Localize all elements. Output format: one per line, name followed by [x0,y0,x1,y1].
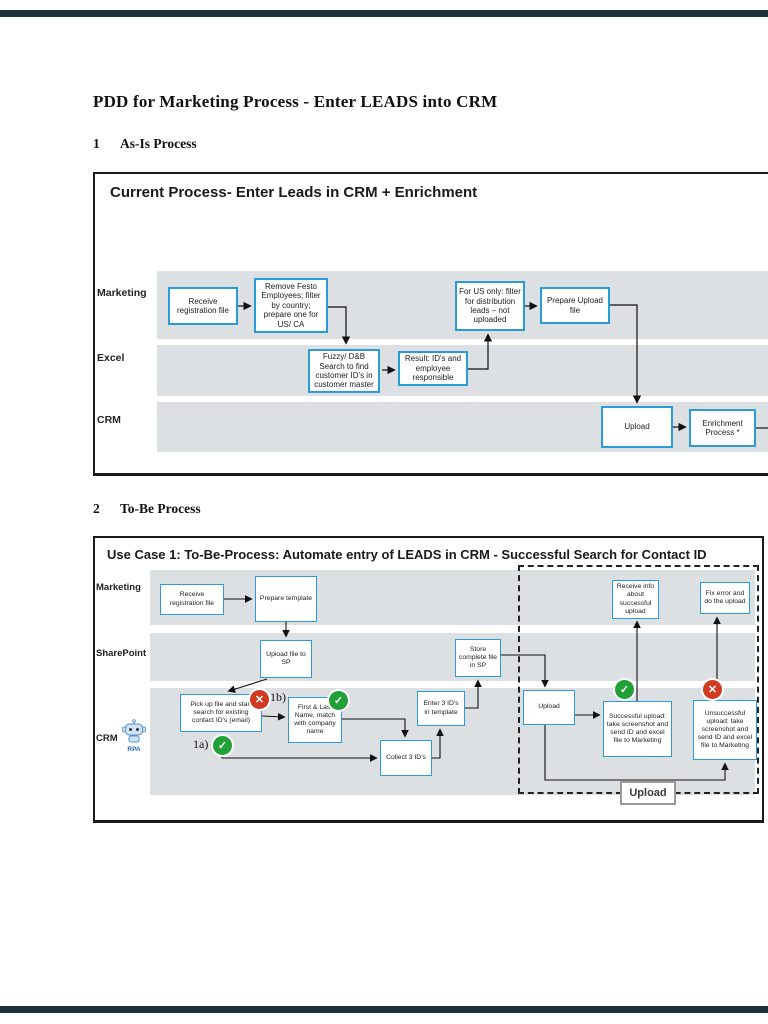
section-number: 1 [93,136,100,151]
as-is-diagram-title: Current Process- Enter Leads in CRM + En… [110,184,478,201]
step-1b-label: 1b) [270,690,286,704]
flow-box-store-complete-file: Store complete file in SP [455,639,501,677]
flow-box-collect-3-ids: Collect 3 ID's [380,740,432,776]
flow-box-prepare-upload-file: Prepare Upload file [540,287,610,324]
upload-region-tag: Upload [620,781,676,805]
section-heading-to-be: 2 To-Be Process [93,501,201,517]
lane-crm [157,402,768,452]
success-check-icon: ✓ [213,736,232,755]
section-title: As-Is Process [120,136,197,151]
flow-box-pick-up-file-search-ids: Pick up file and start search for existi… [180,694,262,732]
page-gap-bottom [0,1006,768,1013]
flow-box-enter-3-ids: Enter 3 ID's in template [417,691,465,726]
rpa-label: RPA [127,746,141,753]
step-1a-label: 1a) [193,737,209,751]
flow-box-remove-festo-employees: Remove Festo Employees; filter by countr… [254,278,328,333]
to-be-diagram-frame [93,536,764,823]
lane-label-marketing: Marketing [96,582,141,593]
flow-box-successful-upload: Successful upload: take screenshot and s… [603,701,672,757]
flow-box-us-filter-distribution-leads: For US only: filter for distribution lea… [455,281,525,331]
flow-box-fix-error: Fix error and do the upload [700,582,750,614]
success-check-icon: ✓ [329,691,348,710]
section-heading-as-is: 1 As-Is Process [93,136,197,152]
rpa-robot-icon: RPA [119,719,149,753]
section-title: To-Be Process [120,501,201,516]
flow-box-enrichment-process: Enrichment Process * [689,409,756,447]
error-x-icon: ✕ [250,690,269,709]
flow-box-upload: Upload [601,406,673,448]
flow-box-receive-registration-file: Receive registration file [168,287,238,325]
to-be-diagram-title: Use Case 1: To-Be-Process: Automate entr… [107,547,707,562]
flow-box-upload: Upload [523,690,575,725]
section-number: 2 [93,501,100,516]
robot-glyph [122,719,146,743]
lane-label-crm: CRM [96,733,118,744]
lane-label-sharepoint: SharePoint [96,648,147,659]
error-x-icon: ✕ [703,680,722,699]
lane-sharepoint [150,633,755,681]
flow-box-result-ids: Result: ID's and employee responsible [398,351,468,386]
document-title: PDD for Marketing Process - Enter LEADS … [93,92,498,111]
flow-box-unsuccessful-upload: Unsuccessful upload: take screenshot and… [693,700,757,760]
flow-box-upload-file-to-sp: Upload file to SP [260,640,312,678]
success-check-icon: ✓ [615,680,634,699]
lane-label-excel: Excel [97,352,125,364]
flow-box-fuzzy-dnb-search: Fuzzy/ D&B Search to find customer ID's … [308,349,380,393]
flow-box-prepare-template: Prepare template [255,576,317,622]
page-gap-top [0,10,768,17]
as-is-diagram-frame [93,172,768,476]
lane-label-marketing: Marketing [97,287,147,299]
flow-box-receive-info-successful-upload: Receive info about successful upload [612,580,659,619]
flow-box-receive-registration-file: Receive registration file [160,584,224,615]
lane-label-crm: CRM [97,414,121,426]
